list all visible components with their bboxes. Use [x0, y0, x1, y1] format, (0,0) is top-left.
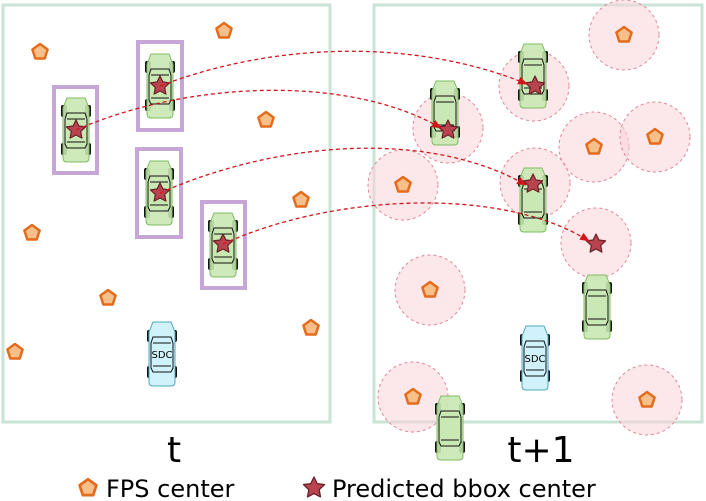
association-arrows	[75, 50, 590, 245]
panel-t-frame	[1, 3, 332, 424]
bbox	[200, 200, 247, 290]
bbox	[135, 147, 183, 239]
sdc-label: SDC	[151, 350, 172, 361]
legend-fps-label: FPS center	[106, 475, 234, 501]
car-icon	[581, 274, 613, 340]
fps-center-legend-icon	[78, 477, 98, 497]
arrow	[159, 147, 527, 194]
bbox	[52, 85, 99, 175]
panel-label-t1: t+1	[507, 430, 574, 471]
arrow	[222, 202, 590, 245]
arrow	[159, 50, 528, 87]
arrow	[75, 89, 442, 131]
bbox	[136, 40, 184, 132]
sdc-car-right: SDC	[519, 325, 551, 391]
panel-label-t: t	[167, 430, 181, 471]
sdc-label: SDC	[524, 354, 545, 365]
legend: FPS center Predicted bbox center	[78, 475, 596, 501]
car-icon	[434, 395, 466, 461]
pred-center-legend-icon	[302, 476, 326, 498]
sdc-car-left: SDC	[146, 321, 178, 387]
bbox-group	[52, 40, 247, 290]
car-icon	[517, 43, 549, 109]
panel-t1-frame	[372, 3, 704, 424]
legend-pred-label: Predicted bbox center	[332, 475, 596, 501]
